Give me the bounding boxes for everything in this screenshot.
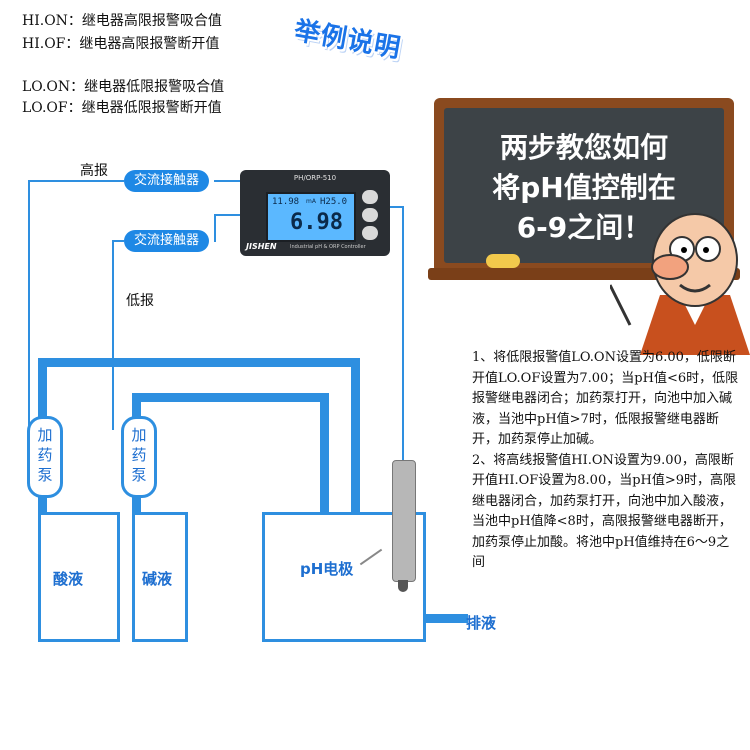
- controller-button-1[interactable]: [362, 190, 378, 204]
- wire-electrode-cable: [402, 206, 404, 462]
- pipe-acid-top: [38, 358, 360, 367]
- instruction-step-1: 1、将低限报警值LO.ON设置为6.00，低限断开值LO.OF设置为7.00；当…: [472, 348, 740, 451]
- blackboard-line-1: 两步教您如何: [444, 130, 724, 166]
- pump-base-label: 加药泵: [129, 419, 149, 485]
- legend-lo-on: LO.ON：继电器低限报警吸合值: [22, 76, 224, 96]
- wire-low-alarm-down: [112, 240, 114, 430]
- tank-acid-label: 酸液: [53, 568, 83, 589]
- pipe-drain: [420, 614, 468, 623]
- controller-button-2[interactable]: [362, 208, 378, 222]
- eraser-icon: [486, 254, 520, 268]
- contactor-bottom-badge: 交流接触器: [124, 230, 209, 252]
- page-title: 举例说明: [292, 10, 405, 65]
- controller-screen: 11.98 mA H25.0 6.98: [266, 192, 356, 242]
- electrode-label: pH电极: [300, 558, 353, 579]
- reading-small: 11.98: [272, 197, 299, 207]
- instruction-step-2: 2、将高线报警值HI.ON设置为9.00，高限断开值HI.OF设置为8.00，当…: [472, 451, 740, 574]
- high-alarm-label: 高报: [80, 160, 108, 180]
- controller-subtitle: Industrial pH & ORP Controller: [290, 244, 366, 250]
- wire-high-alarm: [28, 180, 124, 182]
- controller-button-3[interactable]: [362, 226, 378, 240]
- ph-controller: PH/ORP-510 11.98 mA H25.0 6.98 JISHEN In…: [240, 170, 390, 256]
- low-alarm-label: 低报: [126, 290, 154, 310]
- electrode-tip-icon: [398, 580, 408, 592]
- wire-contactor-link: [214, 214, 216, 242]
- legend-hi-on: HI.ON：继电器高限报警吸合值: [22, 10, 222, 30]
- contactor-top-badge: 交流接触器: [124, 170, 209, 192]
- dosing-pump-base: 加药泵: [121, 416, 157, 498]
- pipe-base-right: [320, 393, 329, 516]
- reading-main: 6.98: [290, 210, 343, 235]
- drain-label: 排液: [466, 612, 496, 633]
- legend-hi-of: HI.OF：继电器高限报警断开值: [22, 33, 219, 53]
- ph-electrode-icon: [392, 460, 416, 582]
- wire-high-alarm-down: [28, 180, 30, 430]
- pipe-acid-right: [351, 358, 360, 516]
- legend-lo-of: LO.OF：继电器低限报警断开值: [22, 97, 222, 117]
- pump-acid-label: 加药泵: [35, 419, 55, 485]
- professor-icon: [610, 205, 750, 355]
- pipe-base-top: [132, 393, 329, 402]
- reading-small-unit: mA: [306, 198, 316, 205]
- blackboard-line-2: 将pH值控制在: [444, 170, 724, 206]
- tank-base-label: 碱液: [142, 568, 172, 589]
- instructions: 1、将低限报警值LO.ON设置为6.00，低限断开值LO.OF设置为7.00；当…: [472, 348, 740, 574]
- controller-model: PH/ORP-510: [240, 174, 390, 182]
- temp-readout: H25.0: [320, 197, 347, 207]
- dosing-pump-acid: 加药泵: [27, 416, 63, 498]
- controller-brand: JISHEN: [246, 242, 277, 251]
